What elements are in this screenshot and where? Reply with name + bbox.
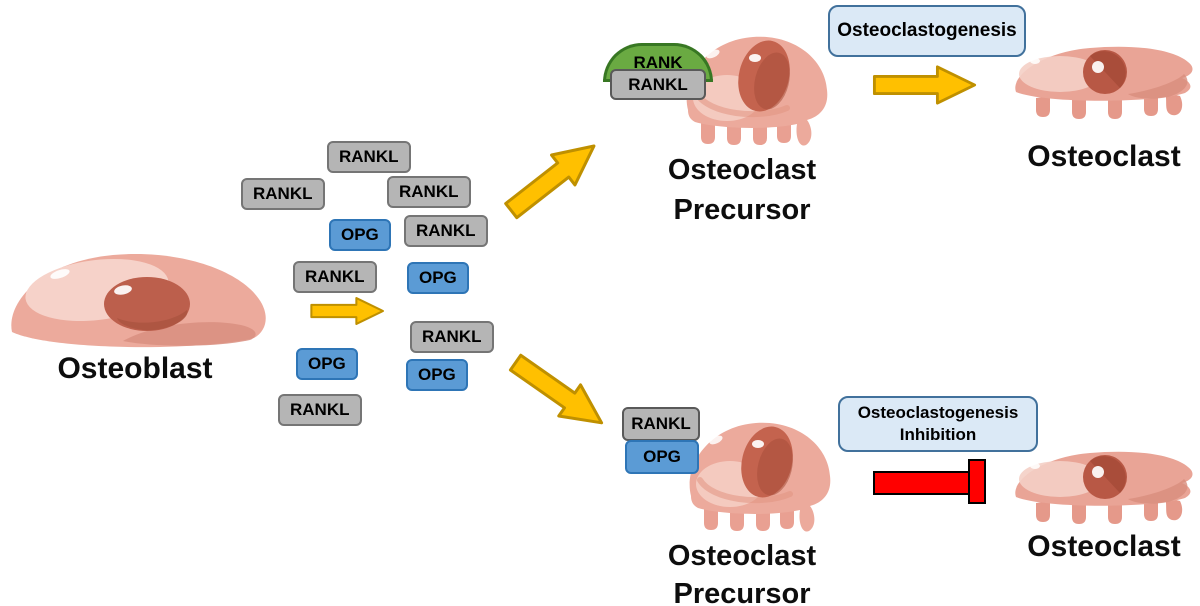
rankl-molecule: RANKL	[387, 176, 471, 208]
opg-molecule: OPG	[329, 219, 391, 251]
osteoclast-precursor-cell-top	[675, 32, 835, 154]
inhibition-box: Osteoclastogenesis Inhibition	[838, 396, 1038, 452]
rankl-molecule: RANKL	[278, 394, 362, 426]
osteoclast-precursor-cell-bottom	[678, 418, 838, 540]
rankl-molecule: RANKL	[293, 261, 377, 293]
osteoclast-label-bottom: Osteoclast	[1027, 530, 1181, 563]
rankl-complex-label-bottom: RANKL	[631, 414, 691, 433]
inhibition-label-line1: Osteoclastogenesis	[857, 403, 1019, 422]
pathway-arrow-top	[495, 126, 610, 230]
osteoclast-cell-bottom	[1008, 447, 1198, 532]
precursor-label-bottom-line2: Precursor	[673, 578, 811, 606]
secretion-arrow	[310, 294, 385, 328]
inhibition-arrow-head	[968, 459, 986, 504]
inhibition-label-line2: Inhibition	[899, 425, 977, 444]
osteoclast-label-top: Osteoclast	[1027, 140, 1181, 173]
opg-molecule: OPG	[296, 348, 358, 380]
opg-molecule: OPG	[406, 359, 468, 391]
pathway-arrow-bottom	[501, 343, 618, 443]
opg-molecule: OPG	[407, 262, 469, 294]
precursor-label-bottom-line1: Osteoclast	[667, 540, 817, 572]
osteoblast-cell-art	[11, 254, 266, 348]
rankl-ligand-box-top: RANKL	[610, 69, 706, 100]
rankl-complex-box-bottom: RANKL	[622, 407, 700, 441]
opg-complex-label-bottom: OPG	[643, 447, 681, 466]
opg-complex-box-bottom: OPG	[625, 440, 699, 474]
precursor-label-top: Osteoclast Precursor	[642, 150, 842, 230]
precursor-label-top-line1: Osteoclast	[667, 154, 817, 186]
rank-label: RANK	[633, 53, 683, 72]
osteoblast-label: Osteoblast	[57, 352, 213, 385]
osteoclastogenesis-box: Osteoclastogenesis	[828, 5, 1026, 57]
osteoblast-cell	[5, 248, 273, 353]
rankl-molecule: RANKL	[327, 141, 411, 173]
rankl-molecule: RANKL	[404, 215, 488, 247]
rankl-ligand-label-top: RANKL	[628, 75, 688, 94]
precursor-label-top-line2: Precursor	[673, 194, 811, 226]
rankl-molecule: RANKL	[241, 178, 325, 210]
inhibition-arrow-shaft	[873, 471, 973, 495]
precursor-label-bottom: Osteoclast Precursor	[642, 537, 842, 606]
osteoclastogenesis-label: Osteoclastogenesis	[837, 20, 1017, 41]
differentiation-arrow	[872, 64, 978, 106]
rankl-molecule: RANKL	[410, 321, 494, 353]
osteoclast-cell-top	[1008, 42, 1198, 127]
